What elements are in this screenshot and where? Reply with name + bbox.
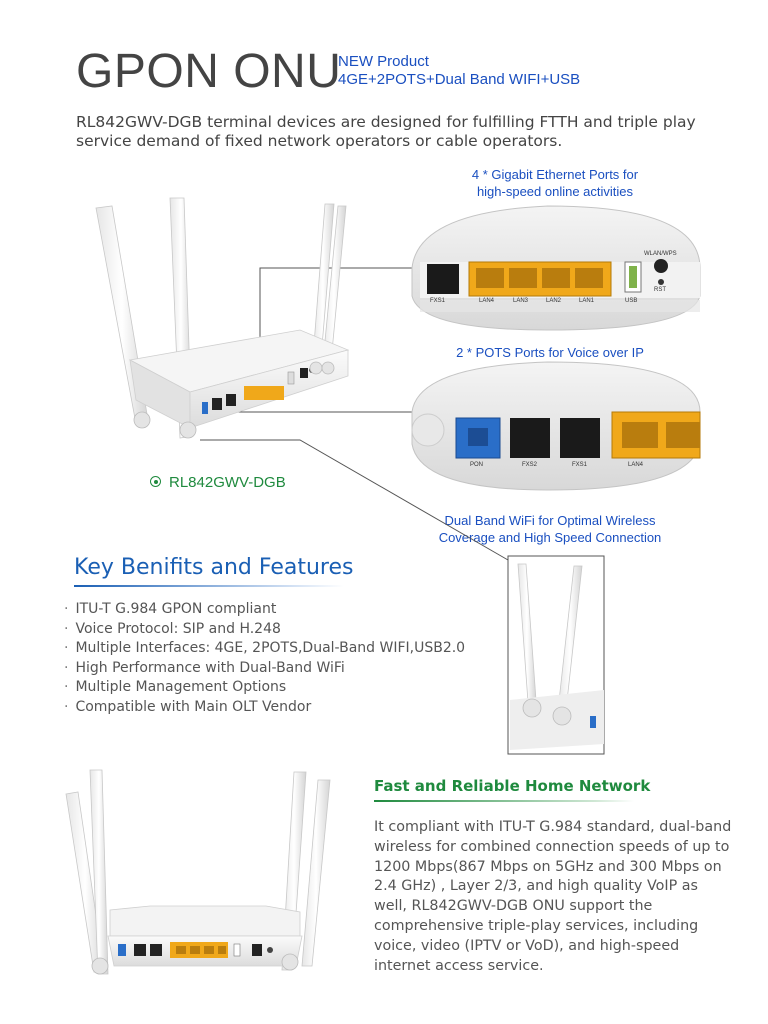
list-item: High Performance with Dual-Band WiFi [64,659,465,679]
ethernet-zoom-lens [411,205,701,331]
port-label: RST [654,287,666,293]
port-label: PON [470,462,484,468]
radio-dot-icon [150,476,161,487]
list-item: Multiple Management Options [64,678,465,698]
port-label: FXS1 [430,298,446,304]
list-item: Compatible with Main OLT Vendor [64,698,465,718]
port-label: FXS1 [572,462,588,468]
bottom-router-illustration [65,769,331,975]
list-item: ITU-T G.984 GPON compliant [64,600,465,620]
page-title: GPON ONU [76,45,342,98]
pots-caption: 2 * POTS Ports for Voice over IP [456,345,644,360]
port-label: LAN4 [479,298,495,304]
port-label: LAN4 [628,462,644,468]
list-item: Voice Protocol: SIP and H.248 [64,620,465,640]
fast-reliable-body: It compliant with ITU-T G.984 standard, … [374,819,732,974]
port-label: FXS2 [522,462,538,468]
port-label: USB [625,298,638,304]
wifi-caption: Dual Band WiFi for Optimal Wireless Cove… [410,512,690,546]
ethernet-caption-line-1: 4 * Gigabit Ethernet Ports for [471,167,639,182]
port-label: LAN1 [579,298,595,304]
intro-paragraph: RL842GWV-DGB terminal devices are design… [76,113,696,150]
ethernet-caption: 4 * Gigabit Ethernet Ports for high-spee… [420,166,690,200]
port-label: LAN3 [513,298,529,304]
title-underline [374,800,634,802]
pots-zoom-lens [411,361,701,491]
list-item: Multiple Interfaces: 4GE, 2POTS,Dual-Ban… [64,639,465,659]
ethernet-caption-line-2: high-speed online activities [476,184,634,199]
wifi-caption-line-1: Dual Band WiFi for Optimal Wireless [444,513,656,528]
port-label: WLAN/WPS [644,251,677,257]
title-underline [74,585,344,587]
wifi-detail-box [507,555,605,755]
fast-reliable-title: Fast and Reliable Home Network [374,777,651,795]
product-subtitle: 4GE+2POTS+Dual Band WIFI+USB [338,71,581,88]
wifi-caption-line-2: Coverage and High Speed Connection [438,530,662,545]
new-product-label: NEW Product [338,53,429,70]
model-label: RL842GWV-DGB [150,474,286,491]
feature-list: ITU-T G.984 GPON compliant Voice Protoco… [64,600,465,717]
port-label: LAN2 [546,298,562,304]
model-name: RL842GWV-DGB [169,474,286,491]
key-benefits-title: Key Benifits and Features [74,555,354,580]
